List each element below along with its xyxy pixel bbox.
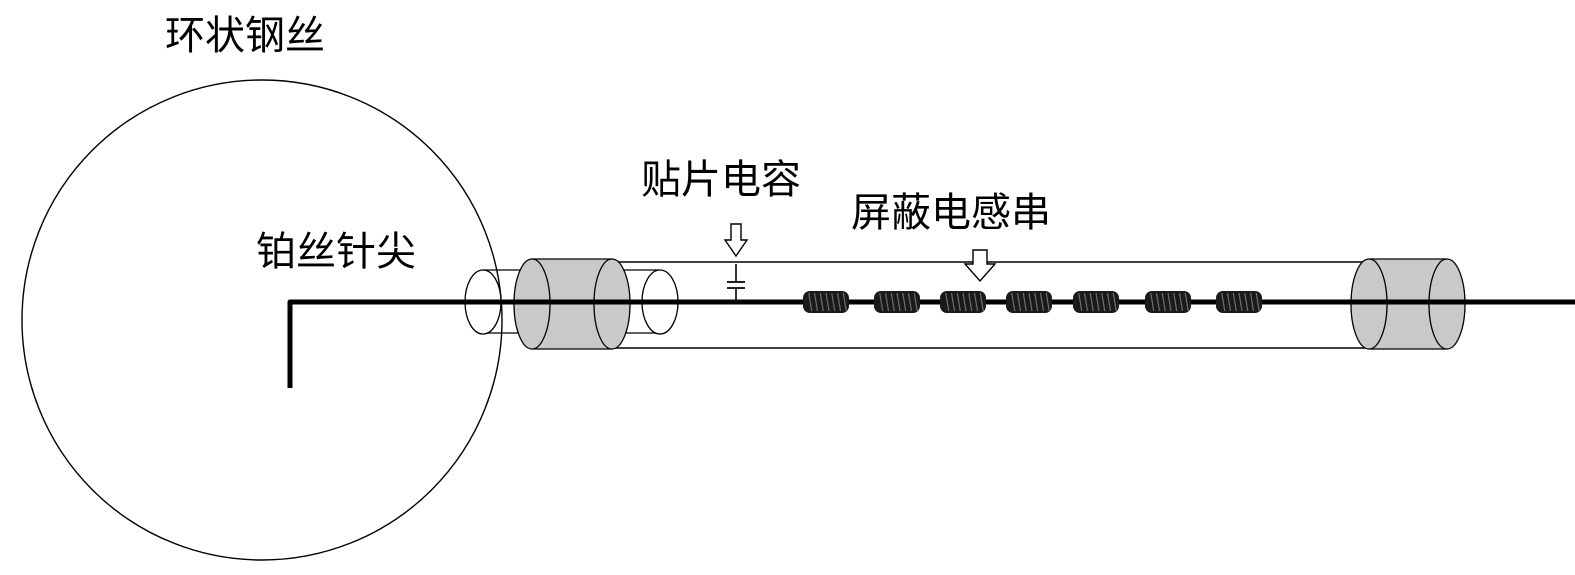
- platinum-wire-tip-label: 铂丝针尖: [256, 229, 416, 275]
- ring-steel-wire: [21, 79, 503, 561]
- inductor-arrow-icon: [963, 249, 997, 283]
- outer-tube: [532, 261, 1405, 349]
- capacitor-arrow-icon: [723, 223, 749, 258]
- chip-capacitor: [723, 223, 749, 302]
- chip-capacitor-label: 贴片电容: [641, 157, 801, 203]
- shielded-inductor: [1145, 291, 1191, 313]
- shielded-inductor-string-label: 屏蔽电感串: [851, 190, 1051, 236]
- shielded-inductor: [940, 291, 986, 313]
- ring-steel-wire-label: 环状钢丝: [165, 13, 325, 59]
- shielded-inductor: [1073, 291, 1119, 313]
- shielded-inductor: [874, 291, 920, 313]
- shielded-inductor: [803, 291, 849, 313]
- shielded-inductor-string: [803, 291, 1262, 313]
- shielded-inductor: [1216, 291, 1262, 313]
- shielded-inductor: [1006, 291, 1052, 313]
